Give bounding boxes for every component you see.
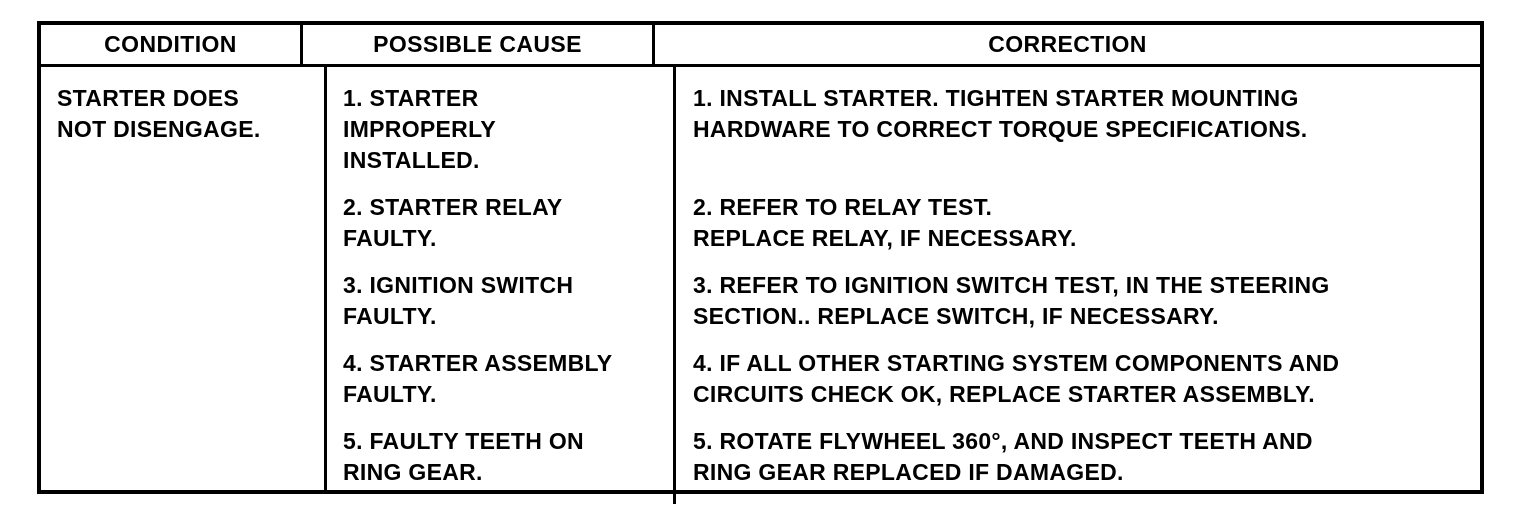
cause-item-3: 3. IGNITION SWITCH FAULTY. bbox=[327, 270, 676, 348]
column-header-condition: CONDITION bbox=[41, 25, 303, 64]
cause-item-4: 4. STARTER ASSEMBLY FAULTY. bbox=[327, 348, 676, 426]
cause-correction-grid: 1. STARTER IMPROPERLY INSTALLED. 1. INST… bbox=[327, 67, 1480, 504]
correction-item-3: 3. REFER TO IGNITION SWITCH TEST, IN THE… bbox=[693, 272, 1330, 329]
troubleshooting-table: CONDITION POSSIBLE CAUSE CORRECTION STAR… bbox=[37, 21, 1484, 504]
cause-item-1: 1. STARTER IMPROPERLY INSTALLED. bbox=[327, 67, 676, 192]
table-body-row: STARTER DOES NOT DISENGAGE. 1. STARTER I… bbox=[41, 67, 1480, 504]
correction-item-1: 1. INSTALL STARTER. TIGHTEN STARTER MOUN… bbox=[693, 85, 1308, 142]
table-header-row: CONDITION POSSIBLE CAUSE CORRECTION bbox=[41, 25, 1480, 67]
correction-item-5: 5. ROTATE FLYWHEEL 360°, AND INSPECT TEE… bbox=[693, 428, 1313, 485]
column-header-correction: CORRECTION bbox=[988, 31, 1147, 57]
cause-item-5: 5. FAULTY TEETH ON RING GEAR. bbox=[327, 426, 676, 504]
cause-item-2: 2. STARTER RELAY FAULTY. bbox=[327, 192, 676, 270]
column-header-possible-cause: POSSIBLE CAUSE bbox=[303, 25, 655, 64]
correction-item-4: 4. IF ALL OTHER STARTING SYSTEM COMPONEN… bbox=[693, 350, 1340, 407]
condition-cell: STARTER DOES NOT DISENGAGE. bbox=[41, 67, 327, 490]
correction-item-2: 2. REFER TO RELAY TEST. REPLACE RELAY, I… bbox=[693, 194, 1077, 251]
